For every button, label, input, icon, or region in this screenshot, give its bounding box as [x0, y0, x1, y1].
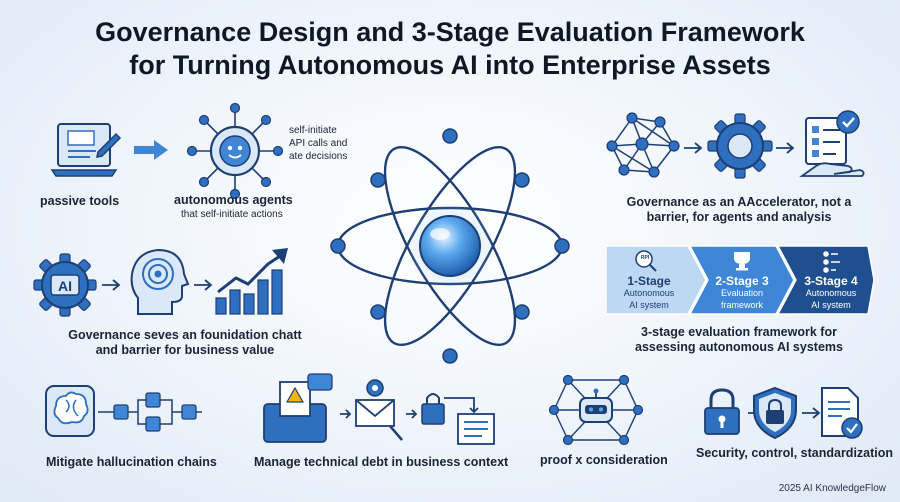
gear-icon	[707, 113, 773, 179]
stage-2: 2-Stage 3 Evaluation framework	[702, 275, 782, 311]
stage-chevrons: RPI 1-Stage Autonomous AI system 2-Stage…	[606, 242, 876, 318]
stages-caption-line-1: 3-stage evaluation framework for	[641, 325, 837, 339]
network-mesh-icon	[606, 112, 680, 178]
arrow-right-icon	[776, 142, 795, 154]
autonomous-agents-label: autonomous agents	[174, 193, 293, 207]
ai-chip-text: AI	[58, 278, 72, 294]
technical-debt-label: Manage technical debt in business contex…	[254, 455, 509, 469]
governance-accelerator-line-1: Governance as an AAccelerator, not a	[626, 195, 852, 209]
stage-3: 3-Stage 4 Autonomous AI system	[790, 275, 872, 311]
stage-3-title: 3-Stage 4	[804, 274, 858, 288]
footer-credit: 2025 AI KnowledgeFlow	[778, 483, 886, 494]
security-label: Security, control, standardization	[696, 446, 894, 460]
stages-caption-line-2: assessing autonomous AI systems	[635, 340, 843, 354]
stage-2-sub-2: framework	[720, 300, 763, 310]
proof-label: proof x consideration	[540, 453, 668, 467]
arrow-right-icon	[802, 407, 821, 419]
stage-1-sub-2: AI system	[629, 300, 669, 310]
stage-1-title: 1-Stage	[627, 274, 671, 288]
stage-1-icon-text: RPI	[640, 255, 650, 261]
arrow-right-icon	[684, 142, 703, 154]
agents-note-line-2: API calls and	[289, 138, 348, 149]
page-title: Governance Design and 3-Stage Evaluation…	[0, 16, 900, 82]
head-target-icon	[130, 248, 190, 315]
passive-tools-label: passive tools	[40, 194, 120, 208]
agents-note-line-3: ate decisions	[289, 151, 348, 162]
title-line-2: for Turning Autonomous AI into Enterpris…	[129, 50, 771, 80]
atom-icon	[330, 128, 570, 364]
robot-mesh-icon	[548, 374, 644, 446]
tech-debt-workflow-icon	[263, 373, 495, 445]
governance-foundation-line-1: Governance seves an founidation chatt	[68, 328, 302, 342]
shield-lock-icon	[753, 386, 797, 440]
arrow-right-icon	[102, 279, 121, 291]
autonomous-agents-sub: that self-initiate actions	[181, 209, 283, 220]
stage-2-sub-1: Evaluation	[720, 288, 764, 298]
checklist-hand-icon	[799, 110, 865, 177]
stage-2-title: 2-Stage 3	[715, 274, 769, 288]
arrow-right-icon	[134, 140, 168, 160]
stage-chevron-shapes	[606, 245, 875, 315]
governance-accelerator-line-2: barrier, for agents and analysis	[646, 210, 832, 224]
brain-chain-icon	[45, 385, 202, 437]
stage-3-sub-2: AI system	[811, 300, 851, 310]
agents-note-line-1: self-initiate	[289, 125, 337, 136]
lock-icon	[704, 388, 740, 435]
hallucination-label: Mitigate hallucination chains	[46, 455, 217, 469]
title-line-1: Governance Design and 3-Stage Evaluation…	[95, 17, 805, 47]
ai-gear-icon	[33, 253, 97, 317]
arrow-right-icon	[194, 279, 213, 291]
certified-document-icon	[821, 387, 863, 439]
stage-1: 1-Stage Autonomous AI system	[606, 275, 692, 311]
governance-foundation-line-2: and barrier for business value	[95, 343, 275, 357]
growth-chart-icon	[215, 248, 288, 315]
stage-1-sub-1: Autonomous	[623, 288, 675, 298]
robot-network-icon	[186, 102, 284, 200]
laptop-document-icon	[50, 123, 122, 177]
stage-3-sub-1: Autonomous	[805, 288, 857, 298]
